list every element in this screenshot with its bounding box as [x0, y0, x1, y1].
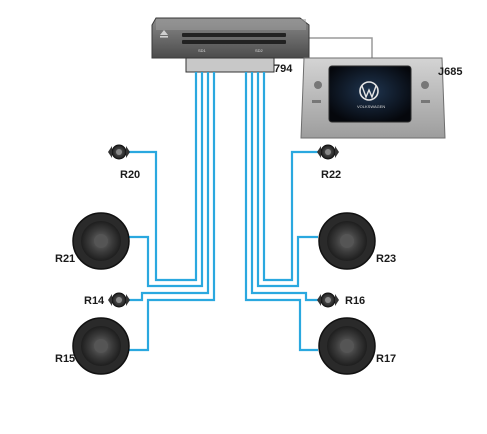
amplifier-label: 794 — [274, 63, 293, 75]
amplifier-unit: SD1 SD2 — [151, 17, 310, 73]
woofer-r15 — [72, 317, 130, 375]
woofer-r23 — [318, 212, 376, 270]
head-unit-link-line — [307, 37, 373, 58]
woofer-r17 — [318, 317, 376, 375]
right-button — [421, 100, 430, 103]
tweeter-r14 — [108, 292, 130, 308]
speaker-label-r20: R20 — [120, 169, 140, 181]
head-unit-screen-text: VOLKSWAGEN — [357, 104, 385, 109]
vw-logo-icon — [359, 81, 379, 101]
speaker-label-r16: R16 — [345, 295, 365, 307]
amplifier-connector-block — [185, 57, 275, 73]
slot-label-sd1: SD1 — [198, 48, 207, 53]
left-knob — [314, 81, 322, 89]
eject-icon — [160, 30, 168, 38]
tweeter-r20 — [108, 144, 130, 160]
speaker-label-r21: R21 — [55, 253, 75, 265]
slot-label-sd2: SD2 — [255, 48, 264, 53]
speaker-label-r17: R17 — [376, 353, 396, 365]
tweeter-r16 — [317, 292, 339, 308]
head-unit-label: J685 — [438, 66, 462, 78]
left-button — [312, 100, 321, 103]
tweeter-r22 — [317, 144, 339, 160]
speaker-label-r15: R15 — [55, 353, 75, 365]
speaker-label-r23: R23 — [376, 253, 396, 265]
woofer-r21 — [72, 212, 130, 270]
right-wiring — [244, 72, 318, 352]
right-knob — [421, 81, 429, 89]
head-unit: VOLKSWAGEN — [300, 57, 446, 139]
speaker-label-r14: R14 — [84, 295, 105, 307]
speaker-label-r22: R22 — [321, 169, 341, 181]
left-wiring — [128, 72, 216, 352]
